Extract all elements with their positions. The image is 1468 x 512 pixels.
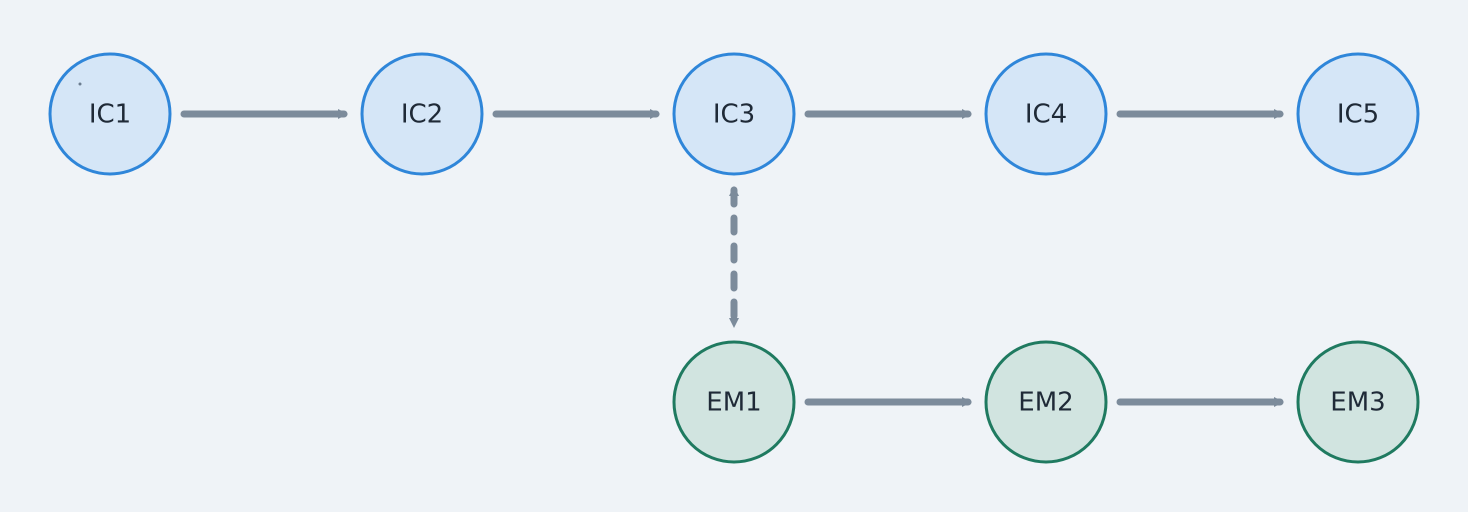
node-label: EM1 bbox=[706, 388, 761, 418]
node-label: IC4 bbox=[1025, 100, 1067, 130]
edges-layer bbox=[180, 109, 1284, 407]
node-ic4[interactable]: IC4 bbox=[984, 52, 1108, 176]
node-em2[interactable]: EM2 bbox=[984, 340, 1108, 464]
stray-dot bbox=[78, 82, 82, 86]
node-label: IC1 bbox=[89, 100, 131, 130]
node-em1[interactable]: EM1 bbox=[672, 340, 796, 464]
node-ic3[interactable]: IC3 bbox=[672, 52, 796, 176]
node-label: IC5 bbox=[1337, 100, 1379, 130]
node-ic1[interactable]: IC1 bbox=[48, 52, 172, 176]
node-circle bbox=[1296, 52, 1420, 176]
node-circle bbox=[1296, 340, 1420, 464]
node-em3[interactable]: EM3 bbox=[1296, 340, 1420, 464]
node-circle bbox=[360, 52, 484, 176]
node-ic5[interactable]: IC5 bbox=[1296, 52, 1420, 176]
node-circle bbox=[672, 52, 796, 176]
node-label: EM3 bbox=[1330, 388, 1385, 418]
node-circle bbox=[672, 340, 796, 464]
node-circle bbox=[984, 340, 1108, 464]
node-label: IC2 bbox=[401, 100, 443, 130]
node-label: IC3 bbox=[713, 100, 755, 130]
node-label: EM2 bbox=[1018, 388, 1073, 418]
node-circle bbox=[984, 52, 1108, 176]
node-ic2[interactable]: IC2 bbox=[360, 52, 484, 176]
